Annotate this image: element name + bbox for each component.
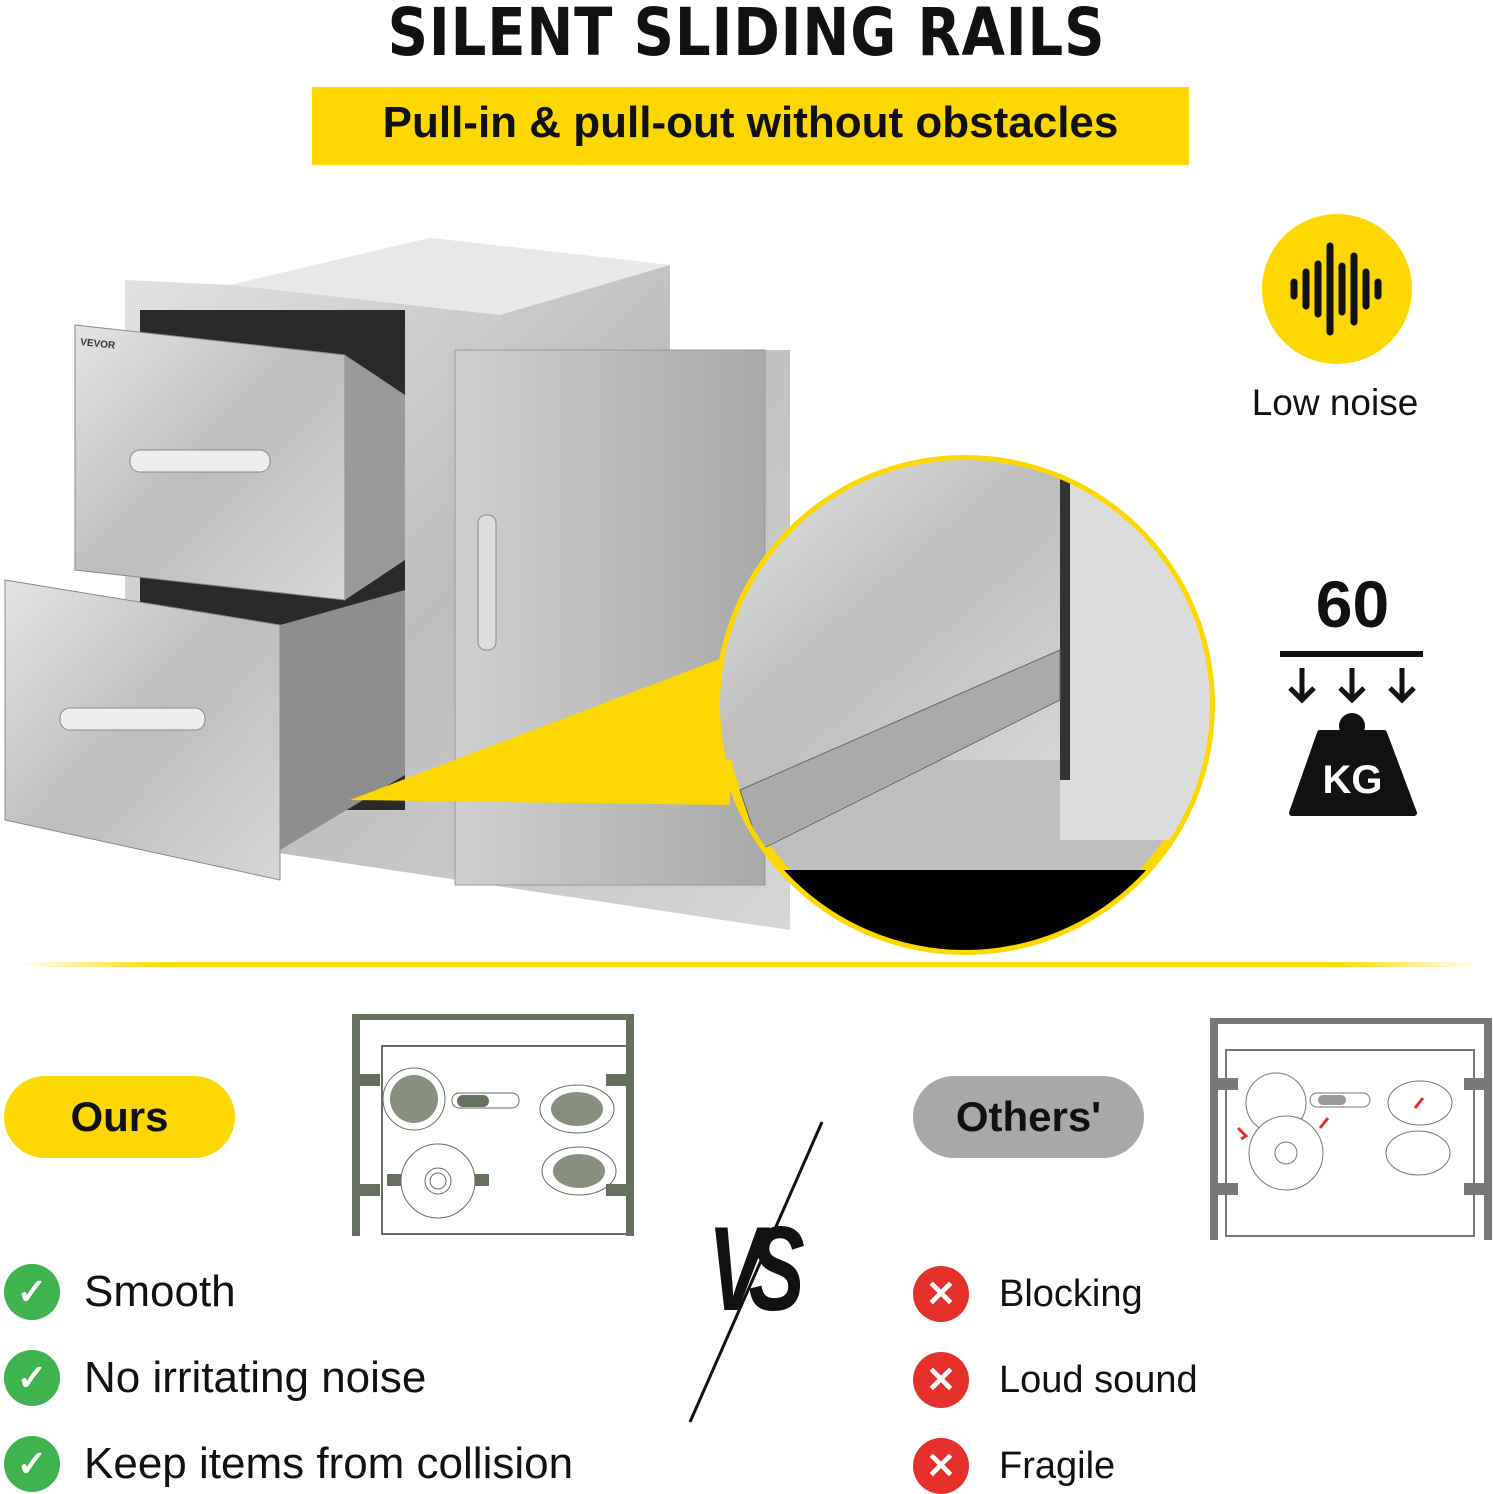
others-drawer-diagram bbox=[1210, 1018, 1492, 1240]
others-item: ✕ Fragile bbox=[913, 1438, 1198, 1494]
sound-wave-icon bbox=[1262, 214, 1412, 364]
others-badge: Others' bbox=[913, 1076, 1144, 1158]
others-item-label: Loud sound bbox=[999, 1358, 1198, 1401]
vs-divider-icon bbox=[688, 1121, 824, 1423]
others-item-label: Fragile bbox=[999, 1444, 1116, 1487]
check-icon: ✓ bbox=[4, 1264, 60, 1320]
ours-list: ✓ Smooth ✓ No irritating noise ✓ Keep items… bbox=[4, 1262, 573, 1494]
x-icon: ✕ bbox=[913, 1438, 969, 1494]
x-icon: ✕ bbox=[913, 1266, 969, 1322]
weight-unit: KG bbox=[1322, 758, 1383, 802]
check-icon: ✓ bbox=[4, 1350, 60, 1406]
others-item-label: Blocking bbox=[999, 1272, 1143, 1315]
others-item: ✕ Loud sound bbox=[913, 1352, 1198, 1408]
weight-value: 60 bbox=[1315, 567, 1390, 641]
vs-label: VS bbox=[708, 1202, 805, 1336]
ours-item-label: Smooth bbox=[84, 1267, 236, 1316]
low-noise-label: Low noise bbox=[1251, 382, 1419, 423]
ours-item: ✓ Smooth bbox=[4, 1262, 573, 1322]
x-icon: ✕ bbox=[913, 1352, 969, 1408]
others-list: ✕ Blocking ✕ Loud sound ✕ Fragile bbox=[913, 1266, 1198, 1494]
section-divider bbox=[20, 962, 1480, 967]
ours-item-label: No irritating noise bbox=[84, 1353, 427, 1402]
weight-kg-icon bbox=[1280, 651, 1423, 816]
check-icon: ✓ bbox=[4, 1436, 60, 1492]
brand-logo: VEVOR bbox=[80, 337, 117, 352]
subtitle-banner: Pull-in & pull-out without obstacles bbox=[312, 87, 1189, 165]
product-image: VEVOR bbox=[4, 238, 1215, 955]
ours-badge: Ours bbox=[4, 1076, 235, 1158]
ours-item: ✓ No irritating noise bbox=[4, 1348, 573, 1408]
ours-item: ✓ Keep items from collision bbox=[4, 1434, 573, 1494]
page-title: SILENT SLIDING RAILS bbox=[387, 0, 1106, 71]
others-item: ✕ Blocking bbox=[913, 1266, 1198, 1322]
ours-item-label: Keep items from collision bbox=[84, 1439, 574, 1488]
ours-drawer-diagram bbox=[352, 1014, 634, 1236]
